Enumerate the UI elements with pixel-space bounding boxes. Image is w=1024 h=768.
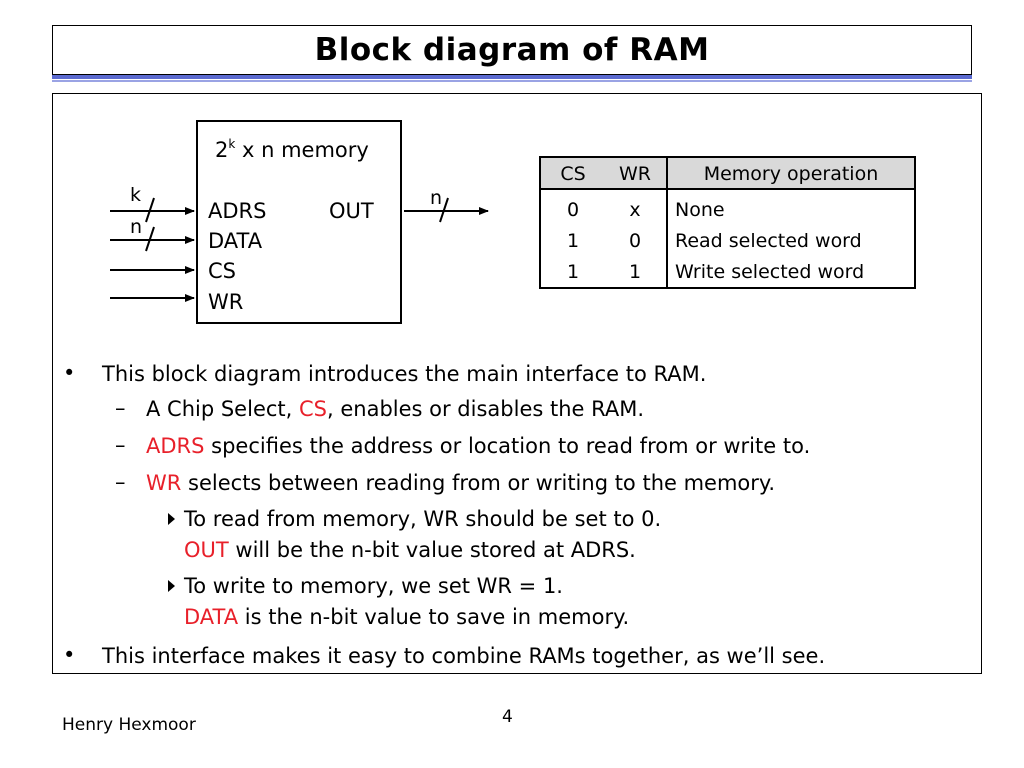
- table-column-divider: [666, 158, 668, 287]
- table-cell-cs: 1: [566, 230, 580, 252]
- sub-bullet-text: ADRS specifies the address or location t…: [146, 434, 811, 458]
- memory-label: 2k x n memory: [215, 137, 369, 162]
- page-number: 4: [502, 707, 513, 727]
- title-underline-shadow: [52, 80, 972, 82]
- page-title: Block diagram of RAM: [314, 32, 710, 68]
- memory-label-base: 2: [215, 138, 229, 162]
- bullet-marker: •: [63, 643, 76, 667]
- sub-sub-bullet-text: To read from memory, WR should be set to…: [184, 507, 662, 531]
- table-cell-operation: Write selected word: [675, 261, 865, 283]
- table-header-wr: WR: [619, 163, 651, 185]
- memory-label-exponent: k: [228, 137, 236, 151]
- table-cell-cs: 1: [566, 261, 580, 283]
- memory-block: [196, 120, 402, 324]
- sub-sub-bullet-text: DATA is the n-bit value to save in memor…: [184, 605, 630, 629]
- table-header-cs: CS: [560, 163, 586, 185]
- table-cell-wr: x: [629, 199, 641, 221]
- table-cell-wr: 1: [628, 261, 642, 283]
- title-box: Block diagram of RAM: [52, 25, 972, 75]
- arrow-bullet-icon: [168, 513, 175, 525]
- table-header-row: [541, 158, 914, 190]
- table-header-operation: Memory operation: [703, 163, 879, 185]
- table-cell-operation: None: [675, 199, 725, 221]
- sub-bullet-dash: –: [115, 396, 126, 420]
- data-bus-slash: [145, 226, 155, 252]
- data-bus-width: n: [130, 216, 143, 238]
- port-out: OUT: [329, 199, 374, 223]
- sub-bullet-dash: –: [115, 470, 126, 494]
- arrow-bullet-icon: [168, 580, 175, 592]
- port-data: DATA: [208, 229, 263, 253]
- sub-bullet-text: A Chip Select, CS, enables or disables t…: [146, 397, 645, 421]
- sub-bullet-dash: –: [115, 433, 126, 457]
- table-cell-cs: 0: [566, 199, 580, 221]
- memory-operation-table: CS WR Memory operation 0 x None 1 0 Read…: [539, 156, 916, 289]
- sub-sub-bullet-text: To write to memory, we set WR = 1.: [184, 574, 563, 598]
- bullet-marker: •: [63, 361, 76, 385]
- adrs-bus-width: k: [130, 184, 142, 206]
- table-cell-operation: Read selected word: [675, 230, 862, 252]
- out-bus-slash: [439, 197, 449, 223]
- title-underline: [52, 75, 972, 79]
- sub-bullet-text: WR selects between reading from or writi…: [146, 471, 776, 495]
- port-adrs: ADRS: [208, 199, 267, 223]
- bullet-text: This interface makes it easy to combine …: [102, 644, 826, 668]
- port-wr: WR: [208, 290, 244, 314]
- memory-label-rest: x n memory: [235, 138, 369, 162]
- bullet-text: This block diagram introduces the main i…: [102, 362, 707, 386]
- footer-author: Henry Hexmoor: [62, 715, 196, 735]
- table-cell-wr: 0: [628, 230, 642, 252]
- adrs-bus-slash: [145, 197, 155, 223]
- out-bus-width: n: [430, 187, 443, 209]
- sub-sub-bullet-text: OUT will be the n-bit value stored at AD…: [184, 538, 636, 562]
- port-cs: CS: [208, 259, 236, 283]
